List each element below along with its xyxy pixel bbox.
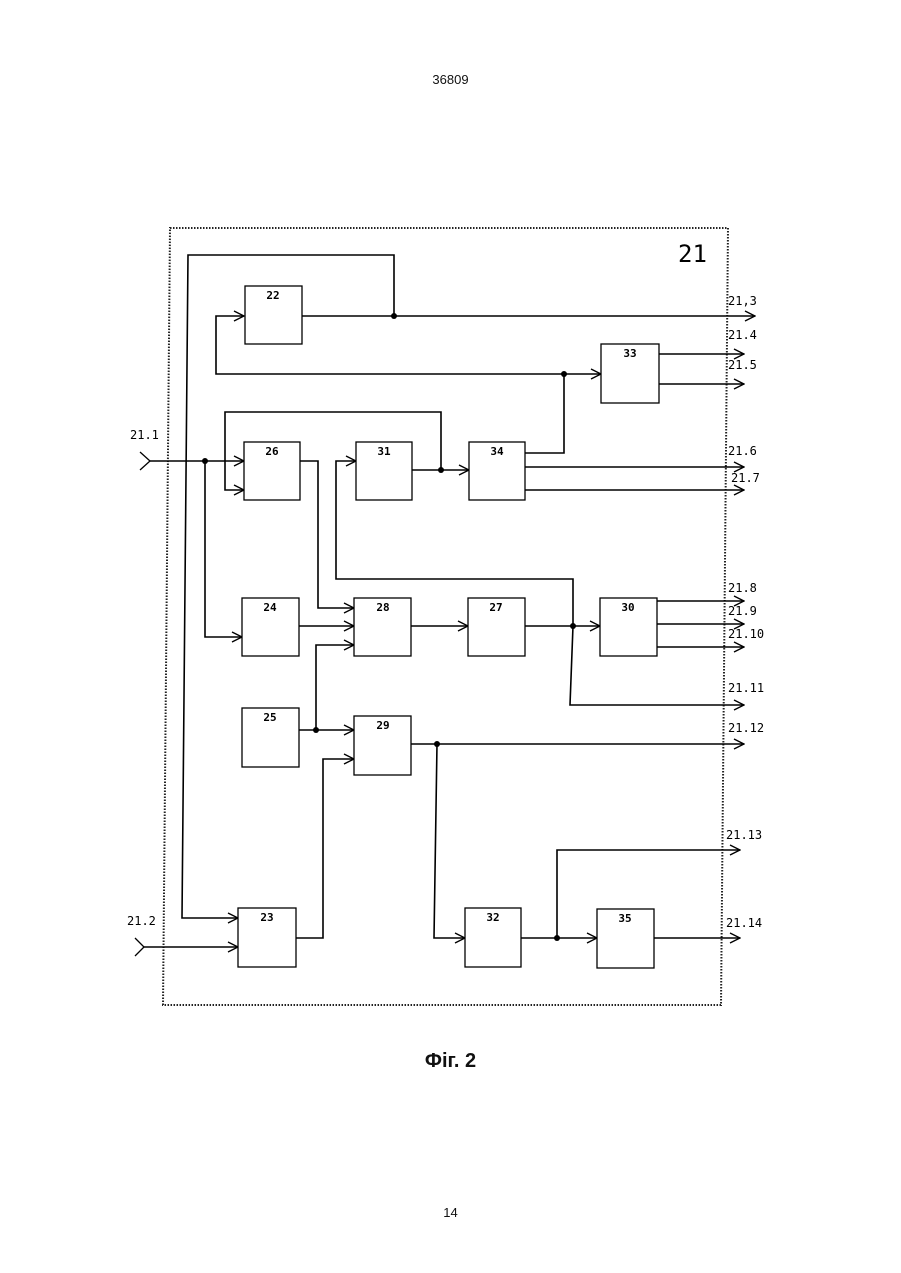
block-23: 23 [238,908,296,967]
block-30-label: 30 [621,601,634,614]
input-label-21-2: 21.2 [127,914,156,928]
output-label-21-7: 21.7 [731,471,760,485]
output-label-21-13: 21.13 [726,828,762,842]
wire-34-to-33 [525,374,564,453]
block-26-label: 26 [265,445,279,458]
wire-29-to-32 [434,744,465,938]
block-32: 32 [465,908,521,967]
junction-dot [554,935,560,941]
output-label-21-14: 21.14 [726,916,762,930]
wire-26-to-28 [300,461,354,608]
block-27-label: 27 [489,601,502,614]
wire-in1-to-24 [205,461,242,637]
block-31: 31 [356,442,412,500]
block-24-label: 24 [263,601,277,614]
block-22: 22 [245,286,302,344]
block-23-label: 23 [260,911,273,924]
output-label-21-9: 21.9 [728,604,757,618]
port-labels: 21.1 21.2 21,3 21.4 21.5 21.6 21.7 21.8 … [127,294,764,930]
block-34-label: 34 [490,445,504,458]
block-35-label: 35 [618,912,631,925]
wire-25-to-28 [316,645,354,730]
connection-wires [144,255,755,947]
input-connector-21-2 [135,938,144,956]
junction-dot [434,741,440,747]
output-label-21-8: 21.8 [728,581,757,595]
output-label-21-10: 21.10 [728,627,764,641]
block-25-label: 25 [263,711,276,724]
wire-23-to-29 [296,759,354,938]
block-29: 29 [354,716,411,775]
input-label-21-1: 21.1 [130,428,159,442]
output-label-21-6: 21.6 [728,444,757,458]
output-label-21-5: 21.5 [728,358,757,372]
block-34: 34 [469,442,525,500]
block-25: 25 [242,708,299,767]
block-33: 33 [601,344,659,403]
output-label-21-4: 21.4 [728,328,757,342]
block-27: 27 [468,598,525,656]
input-connector-21-1 [140,452,150,470]
figure-caption: Фіг. 2 [0,1050,901,1073]
junction-dot [313,727,319,733]
junction-dot [391,313,397,319]
block-31-label: 31 [377,445,391,458]
block-30: 30 [600,598,657,656]
output-label-21-11: 21.11 [728,681,764,695]
output-label-21-12: 21.12 [728,721,764,735]
block-33-label: 33 [623,347,636,360]
block-28: 28 [354,598,411,656]
junction-dot [202,458,208,464]
junction-dot [570,623,576,629]
block-29-label: 29 [376,719,389,732]
wire-feedback-loop [182,255,394,918]
junction-dot [561,371,567,377]
block-28-label: 28 [376,601,389,614]
block-32-label: 32 [486,911,499,924]
junction-dot [438,467,444,473]
page-number: 14 [0,1205,901,1220]
output-label-21-3: 21,3 [728,294,757,308]
unit-label: 21 [678,240,707,268]
block-22-label: 22 [266,289,279,302]
block-35: 35 [597,909,654,968]
block-24: 24 [242,598,299,656]
block-26: 26 [244,442,300,500]
